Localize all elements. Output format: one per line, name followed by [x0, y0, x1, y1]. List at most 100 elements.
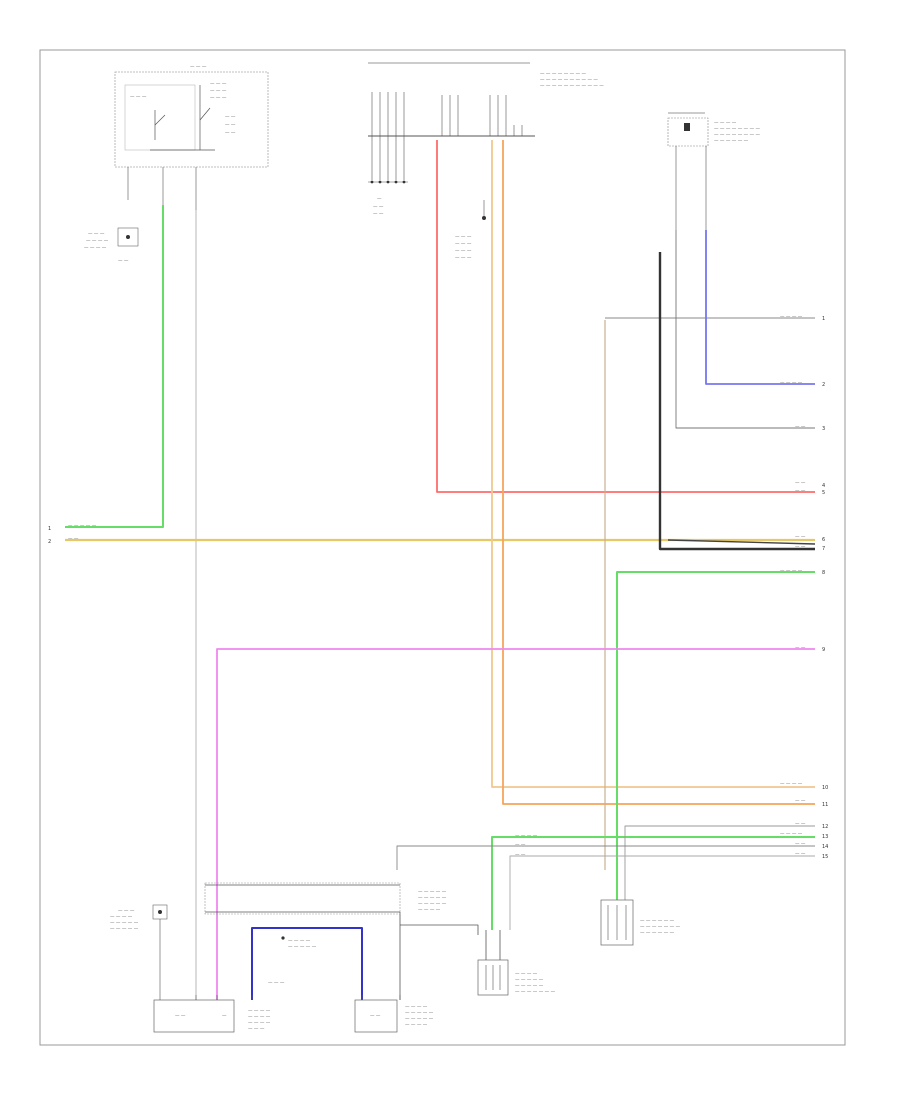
svg-text:— —: — — [225, 123, 236, 128]
svg-text:— — — —: — — — — [288, 939, 311, 944]
svg-text:— — — —: — — — — [110, 915, 133, 920]
ground-relay-symbol: — — — — — — — — — — — — — [84, 227, 139, 264]
evap-valve-component: — — — — — — — — — — — — — — — — — — — — [354, 999, 434, 1033]
svg-text:— — —: — — — [455, 249, 472, 254]
svg-text:— —: — — [795, 535, 806, 540]
svg-text:— — — —: — — — — [405, 1005, 428, 1010]
wire-green-right [616, 571, 815, 900]
svg-text:— — — — — — —: — — — — — — — [515, 990, 556, 995]
svg-text:— — — — —: — — — — — [110, 927, 139, 932]
svg-text:— — —: — — — [88, 232, 105, 237]
bottom-left-switch: — — — — — — — — — — — — — — — — — [110, 904, 168, 1000]
svg-text:9: 9 [822, 647, 825, 653]
svg-text:6: 6 [822, 537, 825, 543]
svg-text:— — — — — —: — — — — — — [640, 919, 675, 924]
svg-text:—: — [222, 1014, 227, 1019]
wire-gray-846 [396, 845, 815, 870]
svg-text:— —: — — [225, 115, 236, 120]
wire-gray-evap2 [400, 924, 479, 935]
svg-text:— — —: — — — [268, 981, 285, 986]
svg-text:— —: — — [795, 842, 806, 847]
svg-text:2: 2 [822, 382, 825, 388]
svg-text:— — — — — — —: — — — — — — — [640, 925, 681, 930]
wire-light-orange [491, 140, 815, 788]
dark-blue-loop-label: — — — — — — — — — — — — [268, 936, 317, 986]
svg-text:— — — — —: — — — — — [68, 524, 97, 529]
svg-text:— —: — — [795, 799, 806, 804]
wire-gray-428 [675, 230, 815, 429]
svg-text:— — — —: — — — — [248, 1021, 271, 1026]
top-right-sensor: — — — — — — — — — — — — — — — — — — — — … [667, 112, 761, 230]
svg-text:— — —: — — — [455, 242, 472, 247]
svg-text:—: — [377, 197, 382, 202]
svg-text:— — — — — — — —: — — — — — — — — [540, 72, 587, 77]
svg-text:3: 3 [822, 426, 825, 432]
svg-text:— — — — —: — — — — — [405, 1011, 434, 1016]
wire-gray-856 [509, 855, 815, 930]
svg-text:— — — —: — — — — [248, 1015, 271, 1020]
svg-text:2: 2 [48, 539, 51, 545]
wire-black [658, 252, 815, 551]
svg-text:— — —: — — — [210, 89, 227, 94]
svg-text:— — — —: — — — — [780, 569, 803, 574]
svg-text:— — —: — — — [118, 909, 135, 914]
svg-text:— — — — — — — —: — — — — — — — — [714, 127, 761, 132]
pcm-connector: — — — — — — — — — — — — — — — — — — — — … [368, 62, 604, 261]
svg-text:13: 13 [822, 834, 828, 840]
svg-text:— — — —: — — — — [780, 832, 803, 837]
svg-text:— — — —: — — — — [418, 908, 441, 913]
svg-text:— —: — — [795, 489, 806, 494]
svg-text:— —: — — [795, 425, 806, 430]
svg-text:— — — — — —: — — — — — — [714, 139, 749, 144]
svg-text:— —: — — [795, 481, 806, 486]
svg-text:— — —: — — — [190, 65, 207, 70]
svg-text:— — — —: — — — — [515, 972, 538, 977]
svg-text:— —: — — [795, 852, 806, 857]
svg-text:— — — —: — — — — [515, 834, 538, 839]
svg-text:— — — — —: — — — — — [515, 978, 544, 983]
wire-green-bottom [491, 836, 815, 930]
wire-dark-blue [251, 927, 363, 1000]
svg-text:— —: — — [795, 545, 806, 550]
svg-text:— — — — — — — — — —: — — — — — — — — — — [540, 78, 598, 83]
svg-text:— — — —: — — — — [780, 315, 803, 320]
terminal-numbers: 1 2 3 4 5 6 7 8 9 10 11 12 13 14 15 1 2 [48, 316, 828, 860]
canister-vent-component: — — — — — — — — — — — — — — — — — — — [600, 899, 681, 946]
svg-text:— — —: — — — [248, 1027, 265, 1032]
svg-text:— —: — — [118, 259, 129, 264]
wire-red [436, 140, 815, 493]
svg-text:— — — — —: — — — — — [288, 945, 317, 950]
ignition-switch-component: — — — — — — — — — — — — — — — — — — — — … [114, 65, 269, 168]
svg-text:7: 7 [822, 546, 825, 552]
svg-text:— —: — — [175, 1014, 186, 1019]
switch-pins [127, 167, 197, 210]
svg-text:5: 5 [822, 490, 825, 496]
wire-orange [502, 140, 815, 805]
svg-text:— — — —: — — — — [84, 246, 107, 251]
diagram-frame [39, 49, 846, 1046]
fuel-pump-component: — — — — — — — — — — — — — — — — — — [153, 999, 271, 1033]
svg-text:— —: — — [68, 537, 79, 542]
svg-text:— — —: — — — [455, 256, 472, 261]
svg-text:10: 10 [822, 785, 828, 791]
svg-text:— —: — — [225, 131, 236, 136]
svg-text:1: 1 [48, 526, 51, 532]
wire-black-2 [667, 539, 816, 545]
svg-text:— —: — — [515, 843, 526, 848]
svg-text:— — — — — — — — — — —: — — — — — — — — — — — [540, 84, 604, 89]
svg-text:11: 11 [822, 802, 828, 808]
fuel-tank-pressure-sensor: — — — — — — — — — — — — — — — — — — — — … [477, 959, 556, 996]
svg-text:— — —: — — — [210, 96, 227, 101]
svg-text:8: 8 [822, 570, 825, 576]
svg-text:— — — — —: — — — — — [418, 896, 447, 901]
svg-text:— — —: — — — [210, 82, 227, 87]
svg-text:— —: — — [373, 212, 384, 217]
svg-text:1: 1 [822, 316, 825, 322]
svg-text:— —: — — [373, 205, 384, 210]
bottom-pin-ticks [195, 995, 401, 1000]
svg-text:14: 14 [822, 844, 828, 850]
svg-text:— — — —: — — — — [248, 1009, 271, 1014]
svg-text:— — — —: — — — — [780, 782, 803, 787]
svg-text:— — — — —: — — — — — [418, 902, 447, 907]
